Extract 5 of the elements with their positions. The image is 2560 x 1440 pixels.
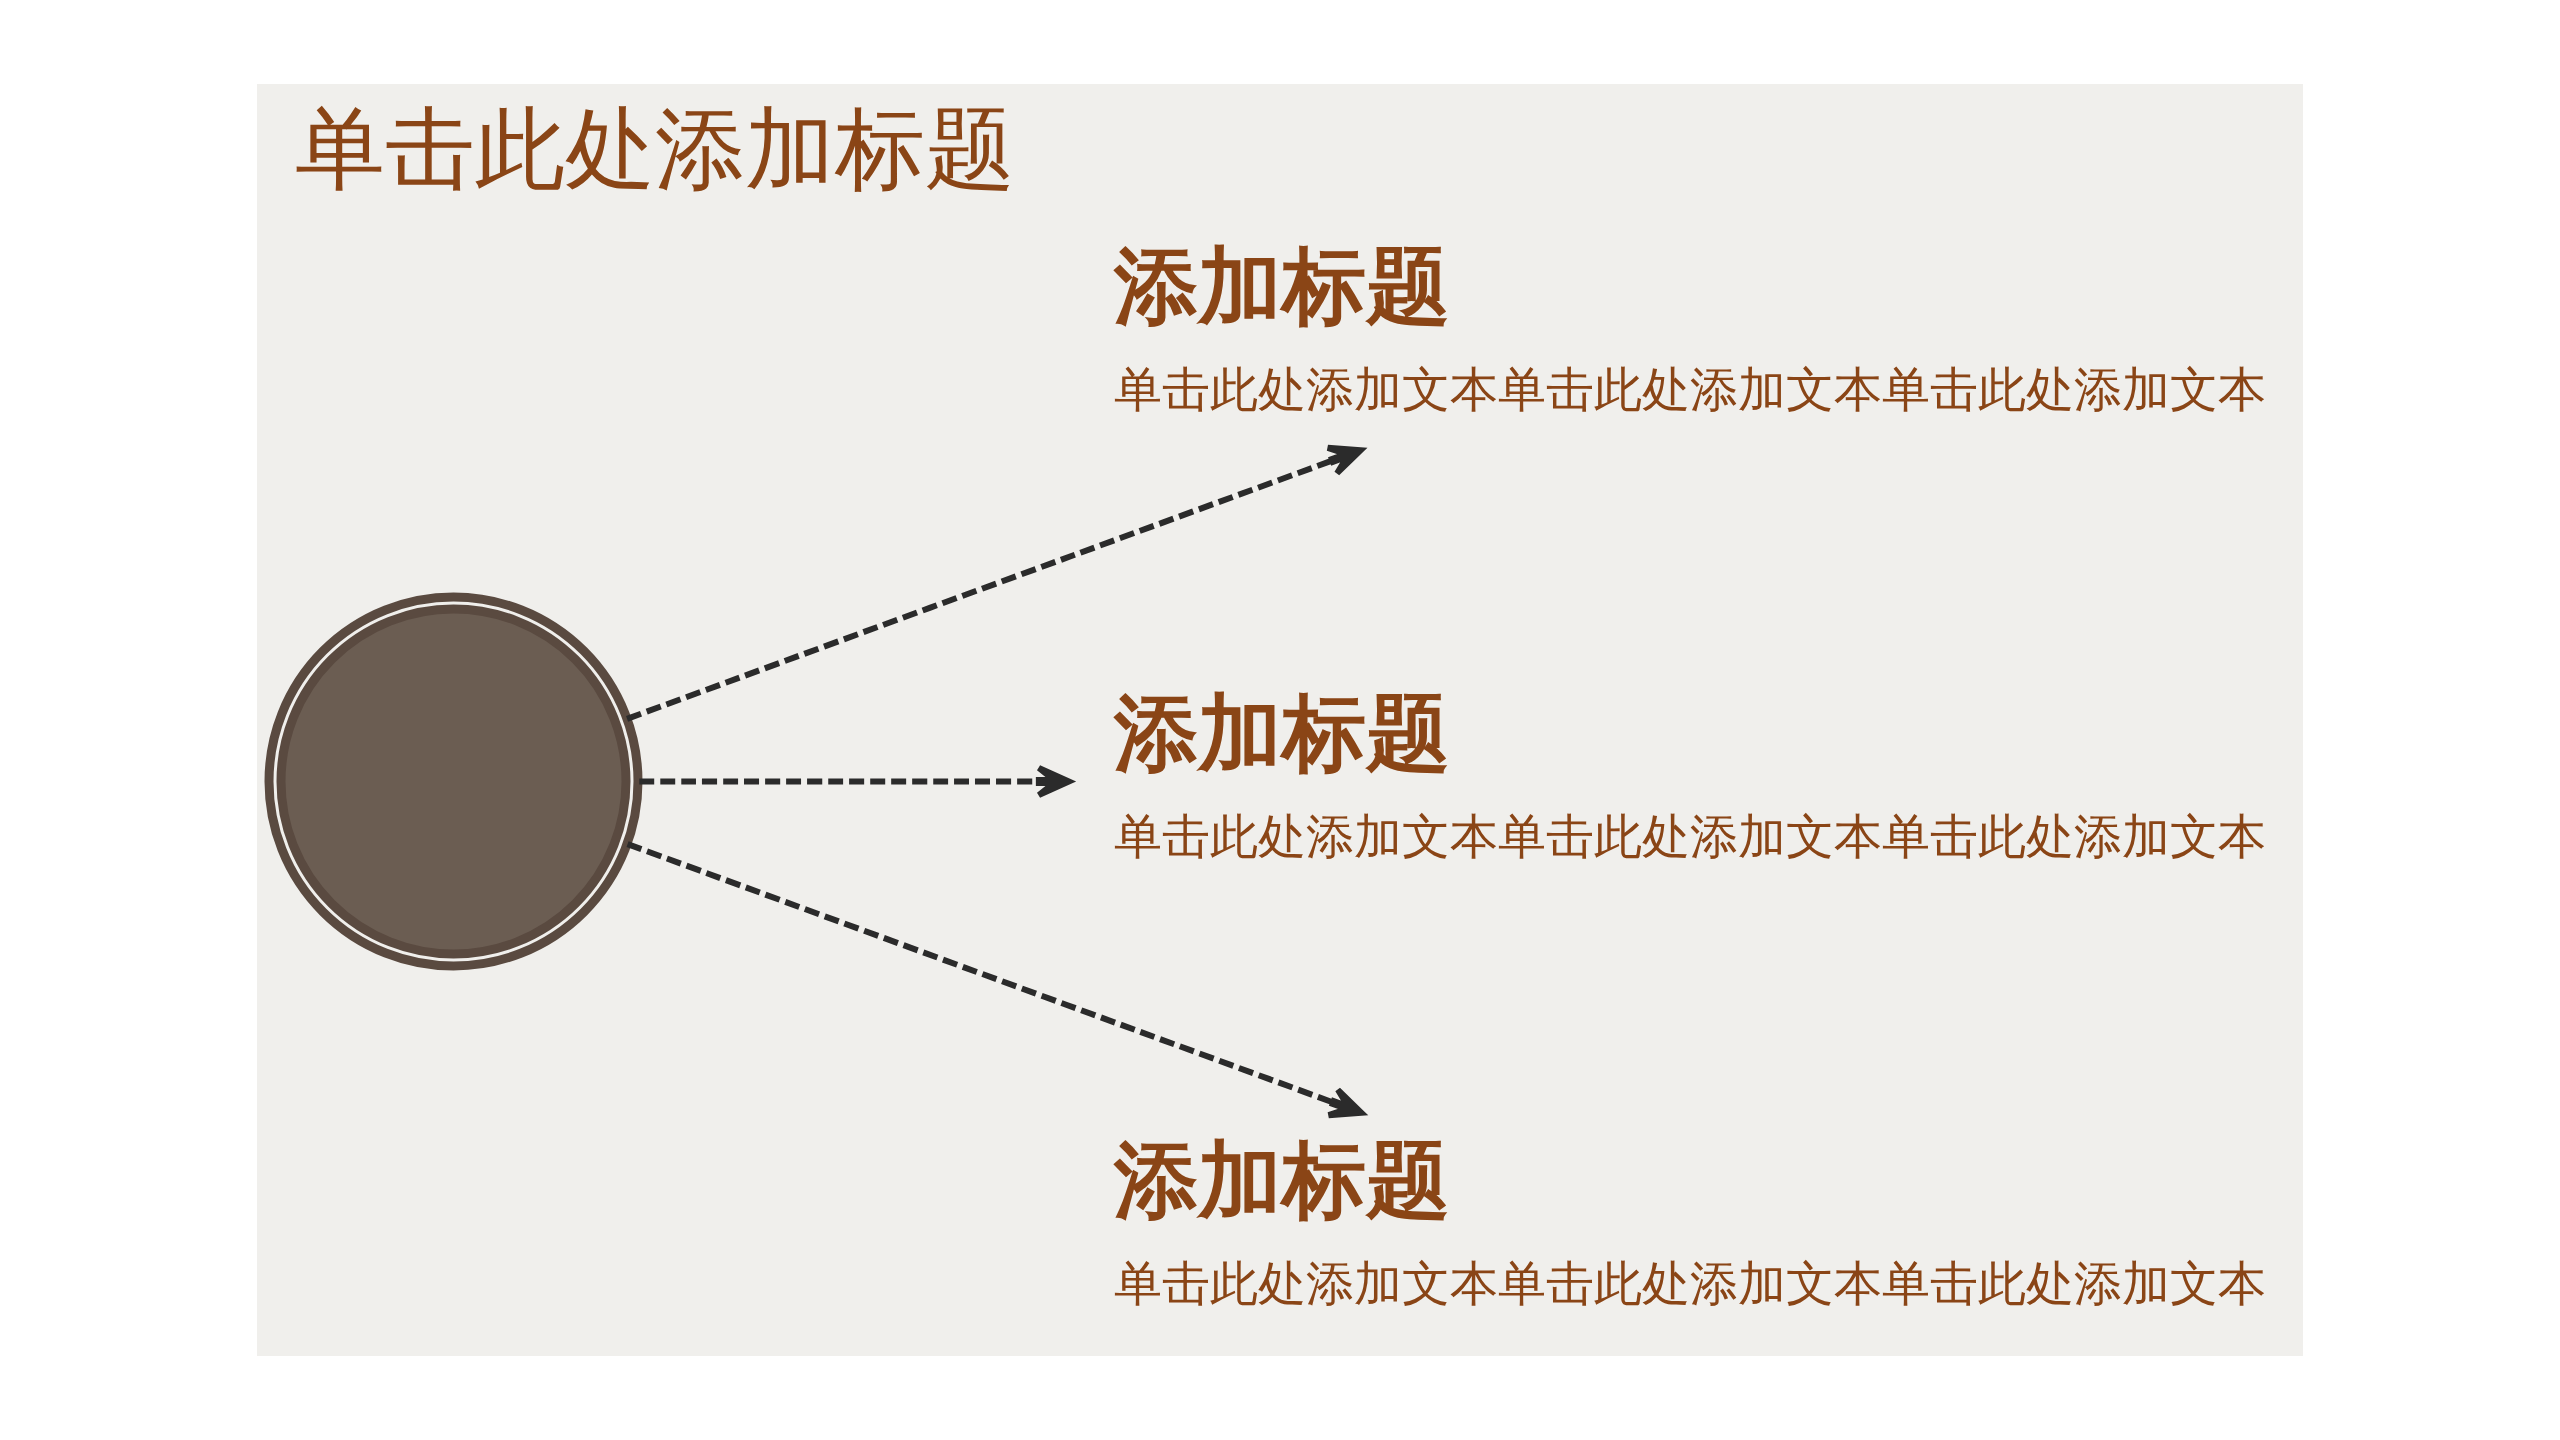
node-text: 添加标题 单击此处添加文本单击此处添加文本单击此处添加文本 (1113, 1129, 2266, 1311)
diagram-title: 单击此处添加标题 (294, 96, 1015, 201)
node-text: 添加标题 单击此处添加文本单击此处添加文本单击此处添加文本 (1113, 235, 2266, 417)
node-picture (264, 592, 643, 971)
node-text: 添加标题 单击此处添加文本单击此处添加文本单击此处添加文本 (1113, 682, 2266, 864)
